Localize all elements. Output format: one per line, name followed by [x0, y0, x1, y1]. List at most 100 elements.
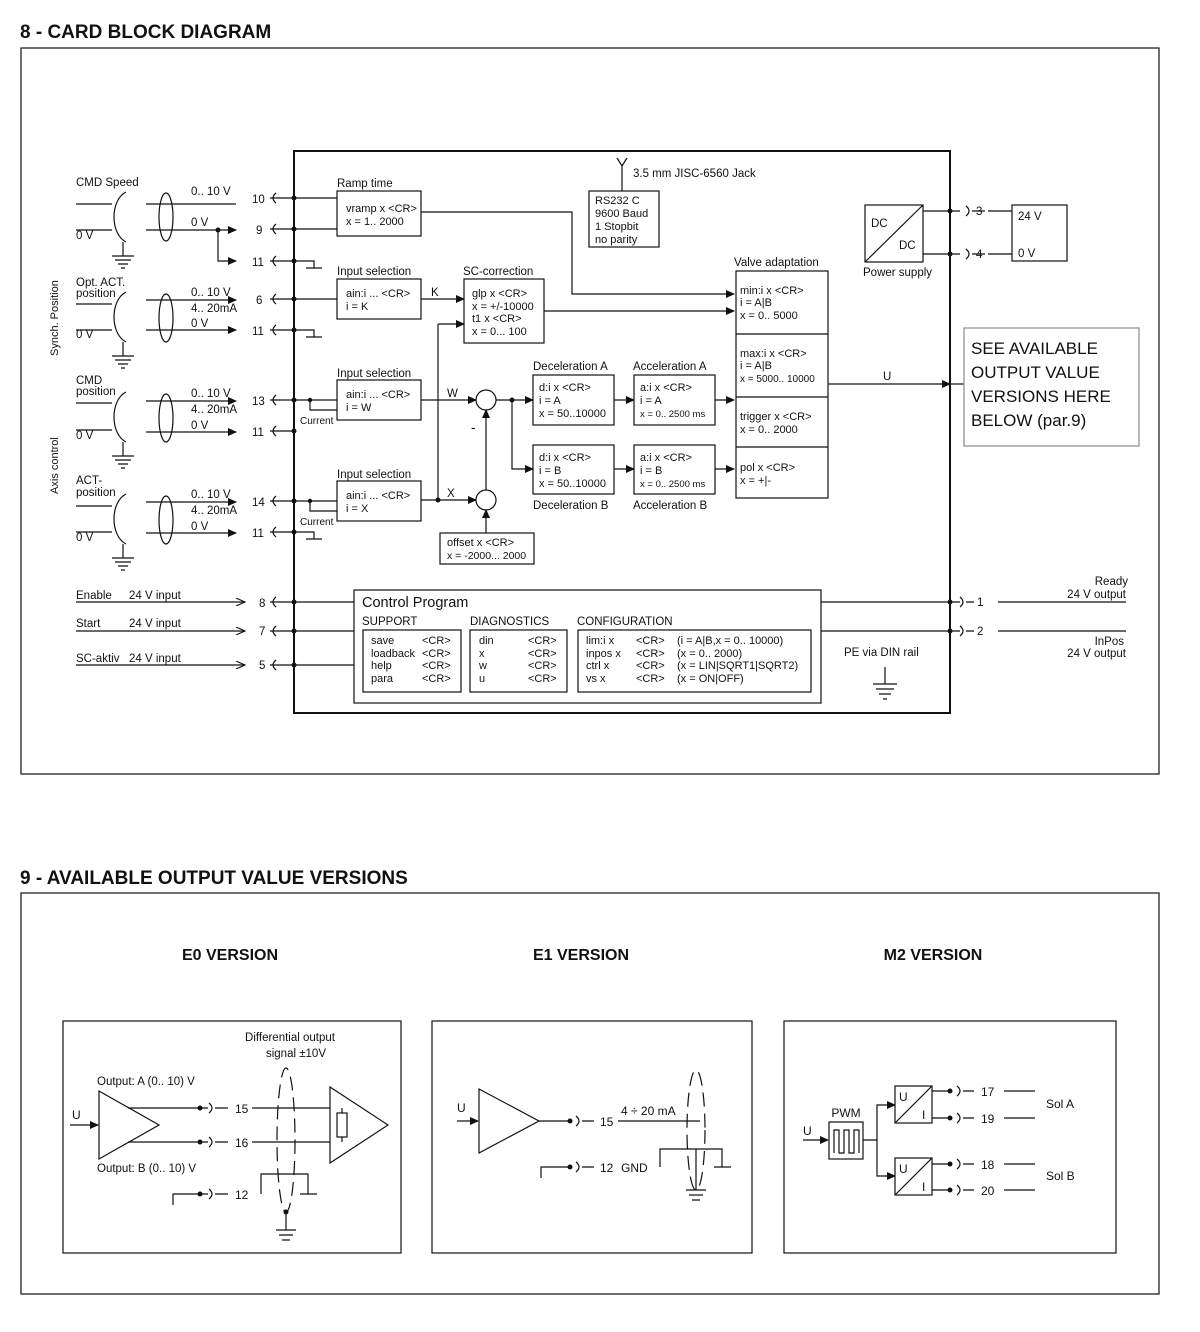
svg-text:Sol A: Sol A: [1046, 1097, 1074, 1111]
svg-text:vramp x <CR>: vramp x <CR>: [346, 203, 417, 215]
configuration-command: vs x: [586, 673, 606, 685]
svg-text:0 V: 0 V: [76, 532, 94, 544]
svg-text:SUPPORT: SUPPORT: [362, 616, 417, 628]
svg-text:16: 16: [235, 1136, 249, 1150]
svg-text:24 V output: 24 V output: [1067, 648, 1127, 660]
configuration-command-cr: <CR>: [636, 673, 665, 685]
svg-text:ACT-: ACT-: [76, 475, 102, 487]
svg-text:position: position: [76, 487, 116, 499]
power-supply-block: DC DC Power supply 3 4 24 V 0 V: [863, 204, 1068, 279]
svg-text:0 V: 0 V: [1018, 248, 1036, 260]
section-8-title: 8 - CARD BLOCK DIAGRAM: [20, 22, 271, 43]
svg-text:t1 x <CR>: t1 x <CR>: [472, 313, 522, 325]
svg-text:12: 12: [235, 1188, 249, 1202]
svg-text:0.. 10 V: 0.. 10 V: [191, 489, 231, 501]
section-9-title: 9 - AVAILABLE OUTPUT VALUE VERSIONS: [20, 868, 408, 889]
sc-correction-block: SC-correction glp x <CR> x = +/-10000 t1…: [437, 266, 735, 500]
configuration-command: lim:i x: [586, 635, 615, 647]
svg-text:X: X: [447, 488, 455, 500]
synch-position-label: Synch. Position: [49, 280, 61, 356]
svg-text:position: position: [76, 386, 116, 398]
svg-text:U: U: [72, 1108, 81, 1122]
opt-act-position-input: Opt. ACT. position 0 V 0.. 10 V 4.. 20mA…: [76, 277, 237, 369]
svg-text:0.. 10 V: 0.. 10 V: [191, 287, 231, 299]
svg-text:x = 0.. 5000: x = 0.. 5000: [740, 310, 798, 322]
svg-text:OUTPUT VALUE: OUTPUT VALUE: [971, 363, 1100, 382]
svg-text:position: position: [76, 288, 116, 300]
svg-text:6: 6: [256, 295, 262, 307]
svg-text:x = 0.. 2000: x = 0.. 2000: [740, 424, 798, 436]
svg-text:4.. 20mA: 4.. 20mA: [191, 303, 237, 315]
svg-text:signal ±10V: signal ±10V: [266, 1048, 326, 1060]
svg-text:min:i x <CR>: min:i x <CR>: [740, 285, 804, 297]
rs232-block: RS232 C 9600 Baud 1 Stopbit no parity 3.…: [588, 157, 756, 248]
configuration-command-range: (x = 0.. 2000): [677, 648, 742, 660]
svg-text:Acceleration A: Acceleration A: [633, 361, 707, 373]
svg-text:Ramp time: Ramp time: [337, 178, 393, 190]
svg-text:GND: GND: [621, 1161, 648, 1175]
svg-text:Power supply: Power supply: [863, 267, 932, 279]
svg-text:Input selection: Input selection: [337, 368, 411, 380]
svg-text:DIAGNOSTICS: DIAGNOSTICS: [470, 616, 550, 628]
configuration-command: ctrl x: [586, 660, 610, 672]
svg-text:24 V output: 24 V output: [1067, 589, 1127, 601]
svg-text:i = A|B: i = A|B: [740, 360, 772, 372]
input-selection-w-block: Input selection ain:i ... <CR> i = W W -: [336, 368, 534, 490]
svg-text:Current: Current: [300, 416, 334, 427]
configuration-command-cr: <CR>: [636, 648, 665, 660]
svg-text:12: 12: [600, 1161, 614, 1175]
svg-text:CMD: CMD: [76, 375, 102, 387]
control-program-block: Control Program SUPPORT DIAGNOSTICS CONF…: [353, 589, 950, 704]
svg-text:a:i x <CR>: a:i x <CR>: [640, 452, 692, 464]
diagnostics-command: w: [478, 660, 487, 672]
e0-version-title: E0 VERSION: [182, 947, 278, 964]
svg-text:0 V: 0 V: [191, 318, 209, 330]
svg-text:x = 50..10000: x = 50..10000: [539, 408, 606, 420]
svg-text:5: 5: [259, 660, 265, 672]
svg-text:15: 15: [600, 1115, 614, 1129]
svg-text:RS232 C: RS232 C: [595, 195, 640, 207]
svg-text:PWM: PWM: [831, 1106, 860, 1120]
svg-text:18: 18: [981, 1158, 995, 1172]
svg-text:11: 11: [252, 427, 264, 439]
svg-text:15: 15: [235, 1102, 249, 1116]
svg-text:17: 17: [981, 1085, 995, 1099]
svg-text:U: U: [899, 1090, 908, 1104]
svg-text:Start: Start: [76, 618, 101, 630]
axis-control-label: Axis control: [49, 437, 61, 494]
svg-text:0 V: 0 V: [76, 230, 94, 242]
svg-text:U: U: [883, 371, 891, 383]
svg-text:CMD Speed: CMD Speed: [76, 177, 139, 189]
configuration-command-cr: <CR>: [636, 635, 665, 647]
svg-text:U: U: [803, 1124, 812, 1138]
svg-text:0 V: 0 V: [76, 329, 94, 341]
svg-text:Acceleration B: Acceleration B: [633, 500, 707, 512]
support-command: save: [371, 635, 394, 647]
svg-text:4 ÷ 20 mA: 4 ÷ 20 mA: [621, 1104, 676, 1118]
svg-text:20: 20: [981, 1184, 995, 1198]
configuration-command-range: (i = A|B,x = 0.. 10000): [677, 635, 783, 647]
svg-text:10: 10: [252, 194, 265, 206]
svg-text:x = 5000.. 10000: x = 5000.. 10000: [740, 374, 815, 385]
svg-text:x = 0.. 2500 ms: x = 0.. 2500 ms: [640, 409, 705, 420]
svg-text:i = X: i = X: [346, 503, 369, 515]
see-versions-note: SEE AVAILABLE OUTPUT VALUE VERSIONS HERE…: [963, 327, 1140, 447]
svg-text:0.. 10 V: 0.. 10 V: [191, 388, 231, 400]
svg-text:13: 13: [252, 396, 265, 408]
support-command-cr: <CR>: [422, 648, 451, 660]
svg-text:x = +|-: x = +|-: [740, 475, 771, 487]
configuration-command: inpos x: [586, 648, 621, 660]
diagnostics-command: x: [479, 648, 485, 660]
svg-text:4: 4: [976, 249, 983, 261]
svg-text:i = B: i = B: [640, 465, 662, 477]
svg-text:ain:i ... <CR>: ain:i ... <CR>: [346, 389, 410, 401]
svg-text:x = 1.. 2000: x = 1.. 2000: [346, 216, 404, 228]
svg-text:x = 0.. 2500 ms: x = 0.. 2500 ms: [640, 479, 705, 490]
svg-text:0 V: 0 V: [191, 420, 209, 432]
m2-version-title: M2 VERSION: [884, 947, 983, 964]
svg-text:0 V: 0 V: [76, 430, 94, 442]
configuration-command-cr: <CR>: [636, 660, 665, 672]
svg-text:14: 14: [252, 497, 265, 509]
configuration-command-range: (x = LIN|SQRT1|SQRT2): [677, 660, 798, 672]
